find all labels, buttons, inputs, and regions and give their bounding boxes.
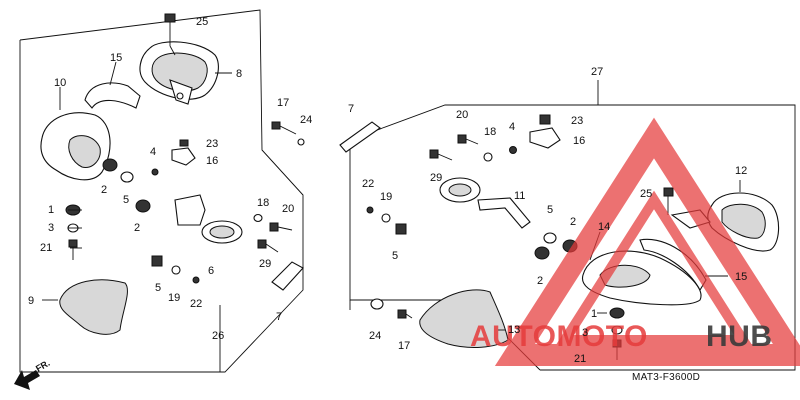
label-2-a: 2: [101, 184, 107, 196]
grommet-part-2a: [102, 158, 118, 172]
watermark-text-dark: HUB: [706, 320, 773, 353]
label-4-left: 4: [150, 146, 156, 158]
label-26: 26: [212, 330, 224, 342]
label-27: 27: [591, 66, 603, 78]
label-25: 25: [196, 16, 208, 28]
cover-part-9: [59, 279, 128, 335]
label-3-right: 3: [582, 327, 588, 339]
label-17-left: 17: [277, 97, 289, 109]
grommet-part-2c: [534, 246, 550, 260]
base-part-right: [439, 177, 481, 203]
screw-part-22b: [366, 206, 374, 214]
clip-part-4b: [509, 146, 517, 154]
direction-label: FR.: [34, 358, 52, 374]
label-15-left: 15: [110, 52, 122, 64]
collar-part-5c: [395, 223, 407, 235]
label-20-left: 20: [282, 203, 294, 215]
label-24-left: 24: [300, 114, 312, 126]
label-3-left: 3: [48, 222, 54, 234]
label-17-right: 17: [398, 340, 410, 352]
collar-part-5a: [120, 171, 134, 183]
bolt-part-29b: [429, 149, 453, 161]
label-18-right: 18: [484, 126, 496, 138]
housing-part-8: [139, 41, 219, 105]
left-assembly-frame: [19, 9, 304, 373]
label-7-left: 7: [276, 311, 282, 323]
label-20-right: 20: [456, 109, 468, 121]
washer-part-18a: [253, 213, 263, 223]
label-18-left: 18: [257, 197, 269, 209]
cover-part-13: [419, 289, 509, 348]
watermark-text-red: AUTOMOTO: [470, 320, 648, 353]
washer-part-24b: [370, 298, 384, 310]
washer-part-19a: [171, 265, 181, 275]
label-7-right: 7: [348, 103, 354, 115]
bolt-part-29a: [257, 239, 279, 253]
diagram-code: MAT3-F3600D: [632, 372, 700, 383]
label-2-c: 2: [570, 216, 576, 228]
label-4-right: 4: [509, 121, 515, 133]
label-19-right: 19: [380, 191, 392, 203]
label-23-right: 23: [571, 115, 583, 127]
screw-part-21a: [68, 239, 78, 260]
watermark-logo: [494, 117, 800, 366]
label-8: 8: [236, 68, 242, 80]
label-9: 9: [28, 295, 34, 307]
bracket-part-16b: [529, 127, 561, 149]
label-13: 13: [508, 324, 520, 336]
label-24-right: 24: [369, 330, 381, 342]
label-5-a: 5: [123, 194, 129, 206]
label-25-right: 25: [640, 188, 652, 200]
label-6: 6: [208, 265, 214, 277]
label-16-right: 16: [573, 135, 585, 147]
label-15-right: 15: [735, 271, 747, 283]
label-29-left: 29: [259, 258, 271, 270]
nut-part-23b: [539, 114, 551, 125]
label-23-left: 23: [206, 138, 218, 150]
label-11: 11: [514, 190, 525, 202]
grommet-part-2b: [135, 199, 151, 213]
collar-part-5b: [151, 255, 163, 267]
screw-part-25: [164, 13, 176, 56]
label-12: 12: [735, 165, 747, 177]
bolt-part-20a: [269, 222, 293, 232]
part-labels: 25 8 15 10 17 24 23 4 16 2 5 2 1 3 21 18…: [28, 16, 747, 365]
screw-part-22a: [192, 276, 200, 284]
bolt-part-17b: [397, 309, 413, 319]
label-2-d: 2: [537, 275, 543, 287]
stay-part-11: [477, 197, 531, 229]
screw-part-25b: [663, 187, 674, 215]
collar-part-5d: [543, 232, 557, 244]
label-2-b: 2: [134, 222, 140, 234]
label-1-right: 1: [591, 308, 597, 320]
grommet-part-1b: [609, 307, 625, 319]
plate-part-7b: [339, 121, 381, 153]
label-5-d: 5: [547, 204, 553, 216]
bolt-part-17a: [271, 121, 305, 146]
plate-part-7a: [271, 261, 304, 291]
base-part-6: [174, 194, 243, 244]
collar-part-3b: [611, 325, 623, 335]
cover-part-10: [40, 112, 111, 181]
label-29-right: 29: [430, 172, 442, 184]
label-14: 14: [598, 221, 610, 233]
label-22-left: 22: [190, 298, 202, 310]
label-22-right: 22: [362, 178, 374, 190]
label-16-left: 16: [206, 155, 218, 167]
washer-part-19b: [381, 213, 391, 223]
label-10: 10: [54, 77, 66, 89]
label-19-left: 19: [168, 292, 180, 304]
label-5-c: 5: [392, 250, 398, 262]
label-5-b: 5: [155, 282, 161, 294]
washer-part-18b: [483, 152, 493, 162]
label-1-left: 1: [48, 204, 54, 216]
bolt-part-20b: [457, 134, 479, 145]
bracket-part-16: [151, 139, 196, 176]
label-21-left: 21: [40, 242, 52, 254]
label-21-right: 21: [574, 353, 586, 365]
seal-part-15: [84, 82, 141, 109]
